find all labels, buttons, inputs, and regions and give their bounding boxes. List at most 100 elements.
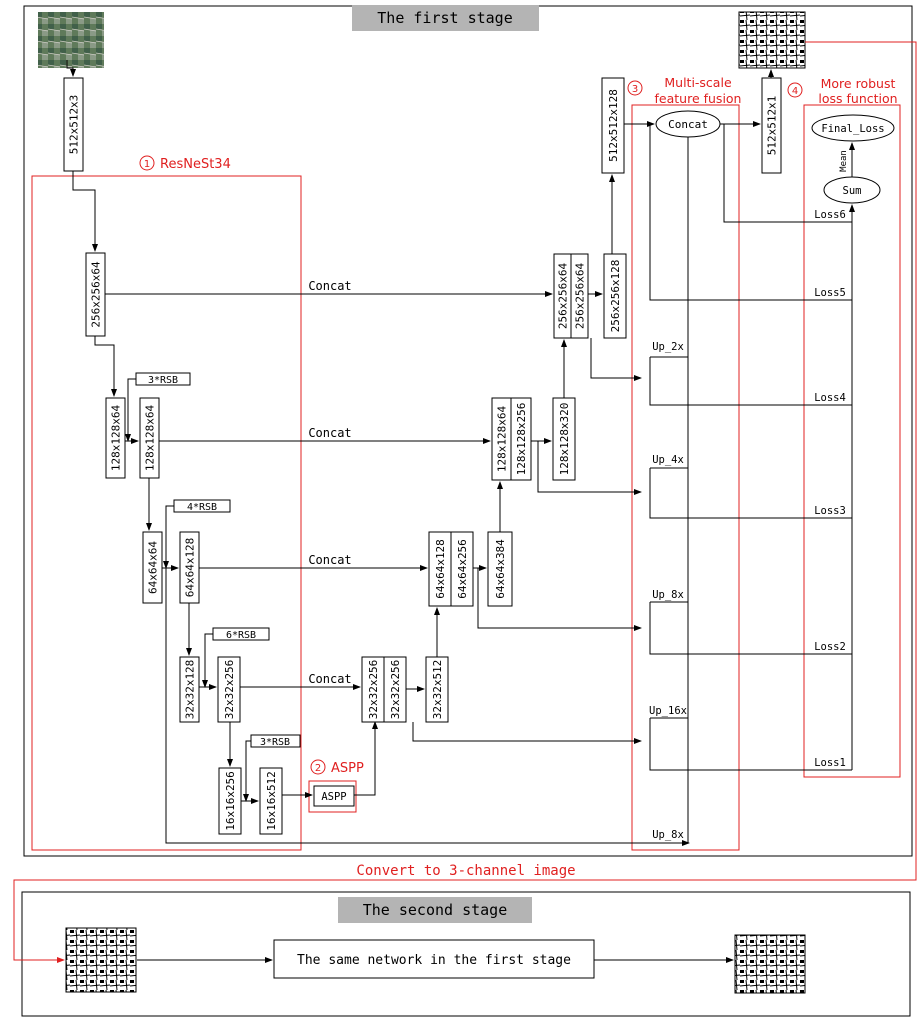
second-stage-title: The second stage [363, 901, 508, 919]
rsb-label-4-text: 3*RSB [260, 737, 290, 748]
block-enc1-label: 256x256x64 [90, 261, 103, 328]
block-dec0-label: 512x512x128 [607, 89, 620, 162]
skip-line-up8-bottom [165, 568, 690, 846]
up-4x: Up_4x [649, 454, 852, 519]
line-loss6 [723, 124, 852, 223]
convert-label: Convert to 3-channel image [356, 863, 575, 879]
concat-label-2: Concat [308, 426, 351, 440]
block-dec1b [570, 253, 589, 339]
second-stage-frame [21, 891, 911, 1017]
svg-text:Multi-scale: Multi-scale [664, 75, 732, 90]
line-loss5 [649, 124, 852, 301]
block-dec0 [601, 77, 625, 174]
aspp-box [313, 785, 355, 807]
block-enc4a-label: 32x32x128 [184, 660, 197, 720]
block-dec1b-label: 256x256x64 [574, 263, 587, 330]
block-enc4b-label: 32x32x256 [223, 660, 236, 720]
svg-text:ASPP: ASPP [331, 761, 364, 776]
final-loss-label: Final_Loss [821, 123, 884, 135]
svg-text:loss function: loss function [818, 91, 897, 106]
block-dec3c-label: 64x64x384 [494, 539, 507, 599]
loss1-label: Loss1 [814, 757, 846, 769]
loss5-label: Loss5 [814, 287, 846, 299]
rsb-arrow-2 [163, 505, 174, 569]
annotation-2: 2 ASPP [310, 759, 364, 776]
svg-text:Up_8x: Up_8x [652, 589, 684, 601]
arrow-enc1-enc2 [94, 336, 117, 397]
loss-region [803, 104, 901, 778]
final-loss-node [811, 114, 895, 142]
svg-text:4: 4 [792, 86, 798, 97]
first-stage-title: The first stage [377, 9, 512, 27]
block-enc3b-label: 64x64x128 [184, 538, 197, 598]
stage2-network-label: The same network in the first stage [297, 953, 571, 968]
annotation-1: 1 ResNeSt34 [139, 155, 231, 172]
block-dec4a-label: 32x32x256 [367, 660, 380, 720]
block-dec4b-label: 32x32x256 [389, 660, 402, 720]
input-arrow [66, 60, 76, 77]
concat-label-1: Concat [308, 279, 351, 293]
svg-text:Up_16x: Up_16x [649, 705, 687, 717]
svg-text:ResNeSt34: ResNeSt34 [160, 157, 231, 172]
rsb-label-2-text: 4*RSB [187, 502, 217, 513]
block-dec3b-label: 64x64x256 [456, 539, 469, 599]
rsb-arrow-3 [202, 633, 213, 688]
first-stage-output-image [738, 11, 806, 69]
loss3-label: Loss3 [814, 505, 846, 517]
loss6-label: Loss6 [814, 209, 846, 221]
block-enc2a-label: 128x128x64 [110, 405, 123, 472]
svg-text:3: 3 [632, 84, 638, 95]
block-enc4a [179, 656, 200, 723]
arrow-dec3-up8 [477, 568, 642, 631]
block-enc5a-label: 16x16x256 [224, 771, 237, 831]
block-dec1a-label: 256x256x64 [557, 263, 570, 330]
block-enc4b [217, 656, 241, 723]
rsb-arrow-4 [243, 740, 251, 802]
up-2x: Up_2x [649, 341, 852, 406]
block-dec2b-label: 128x128x256 [515, 403, 528, 476]
svg-text:Up_2x: Up_2x [652, 341, 684, 353]
concat-label-3: Concat [308, 553, 351, 567]
block-dec1c-label: 256x256x128 [609, 260, 622, 333]
svg-text:2: 2 [315, 763, 321, 774]
block-enc5b [259, 767, 283, 835]
rsb-arrow-1 [125, 378, 136, 442]
resnest-region [31, 175, 302, 851]
arrow-dec1-up2 [590, 338, 642, 381]
svg-text:1: 1 [144, 159, 150, 170]
arrow-input-enc1 [72, 171, 98, 252]
rsb-label-3-text: 6*RSB [226, 630, 256, 641]
svg-text:Up_4x: Up_4x [652, 454, 684, 466]
first-stage-title-bg [352, 5, 539, 31]
up-16x: Up_16x [649, 705, 852, 771]
feature-fusion-region [631, 104, 740, 851]
block-dec2b [510, 397, 532, 481]
satellite-input-image [38, 12, 104, 68]
stage2-network-box [273, 939, 595, 979]
block-dec1c [603, 253, 627, 339]
annotation-4: 4 More robust loss function [787, 76, 898, 106]
rsb-label-1-text: 3*RSB [148, 375, 178, 386]
svg-text:feature fusion: feature fusion [655, 91, 742, 106]
second-stage-input-image [65, 927, 137, 993]
block-enc3a-label: 64x64x64 [147, 541, 160, 594]
arrow-dec4-up16 [412, 722, 642, 744]
arrow-aspp-dec4 [354, 721, 378, 796]
block-input-label: 512x512x3 [68, 95, 81, 155]
second-stage-output-image [734, 934, 806, 994]
second-stage-title-bg [338, 897, 532, 923]
block-out-label: 512x512x1 [766, 96, 779, 156]
svg-text:More robust: More robust [821, 76, 896, 91]
block-dec3c [487, 531, 513, 607]
sum-node-label: Sum [843, 185, 862, 197]
mean-label: Mean [839, 150, 849, 172]
up-8x: Up_8x [649, 589, 852, 655]
block-dec3a-label: 64x64x128 [434, 539, 447, 599]
block-dec2c-label: 128x128x320 [558, 403, 571, 476]
arrow-dec2-up4 [537, 441, 642, 495]
block-dec3b [450, 531, 474, 607]
concat-node-label: Concat [668, 118, 708, 131]
aspp-label: ASPP [321, 791, 346, 803]
block-enc5b-label: 16x16x512 [265, 771, 278, 831]
